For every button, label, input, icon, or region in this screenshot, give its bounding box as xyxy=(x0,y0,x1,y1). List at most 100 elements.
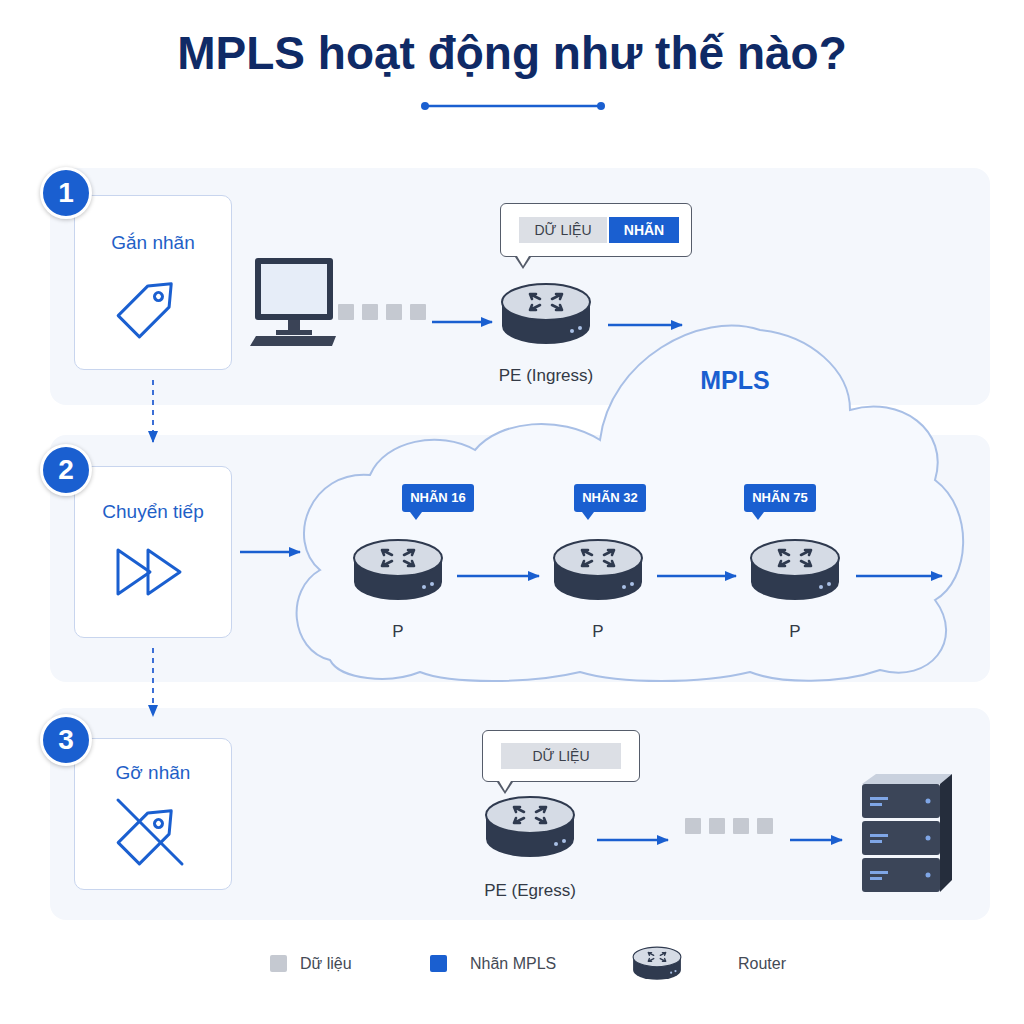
router-label: PE (Ingress) xyxy=(476,366,616,386)
label-field: NHÃN xyxy=(609,217,679,243)
forward-arrow xyxy=(240,551,300,554)
legend-router-icon-part xyxy=(633,947,681,967)
router-icon-part xyxy=(382,550,392,555)
label-tag: NHÃN 75 xyxy=(744,484,816,512)
router-icon-part xyxy=(801,561,811,566)
remove-tag-icon-part xyxy=(118,800,182,864)
router-label: P xyxy=(343,622,453,642)
router-icon-part xyxy=(827,582,831,586)
server-icon-part xyxy=(870,871,888,874)
data-packets-part xyxy=(338,304,354,320)
data-packets xyxy=(685,818,773,834)
computer-icon-part xyxy=(288,320,300,332)
data-packets xyxy=(338,304,426,320)
data-packets-part xyxy=(709,818,725,834)
router-node: P xyxy=(740,538,850,644)
tag-pointer xyxy=(752,512,764,520)
title-underline-part xyxy=(428,105,598,108)
fast-forward-icon xyxy=(118,550,180,594)
server-icon-part xyxy=(862,784,940,818)
remove-tag-icon-part xyxy=(153,818,164,829)
router-icon-part xyxy=(554,540,642,576)
step-title: Gắn nhãn xyxy=(75,232,231,254)
diagram-title: MPLS hoạt động như thế nào? xyxy=(0,26,1024,80)
router-icon-part xyxy=(554,842,558,846)
label-tag: NHÃN 16 xyxy=(402,484,474,512)
router-icon-part xyxy=(819,585,823,589)
forward-arrow xyxy=(457,575,539,578)
tag-pointer xyxy=(582,512,594,520)
step-number-badge: 1 xyxy=(40,167,92,219)
router-icon-part xyxy=(430,582,434,586)
fast-forward-icon-part xyxy=(148,550,180,594)
router-icon xyxy=(500,282,592,348)
step-number: 2 xyxy=(58,456,74,484)
tag-icon xyxy=(118,273,182,337)
remove-tag-icon xyxy=(118,800,182,864)
label-value: NHÃN 32 xyxy=(582,484,638,512)
flow-arrow xyxy=(790,839,842,842)
cloud-title: MPLS xyxy=(665,366,805,395)
server-icon-part xyxy=(870,877,882,880)
fast-forward-icon-part xyxy=(118,550,150,594)
router-label: PE (Egress) xyxy=(460,881,600,901)
cloud-outline-part xyxy=(297,326,964,681)
legend-text: Dữ liệu xyxy=(300,954,352,973)
label-value: NHÃN 16 xyxy=(410,484,466,512)
router-icon-part xyxy=(582,561,592,566)
router-icon-part xyxy=(514,807,546,823)
legend-router-icon-part xyxy=(648,953,653,956)
flow-arrow xyxy=(608,324,682,327)
step-box: Gỡ nhãn xyxy=(74,738,232,890)
tag-pointer xyxy=(410,512,422,520)
router-icon-part xyxy=(536,818,546,823)
server-icon-part xyxy=(940,774,952,892)
router-icon-part xyxy=(570,329,574,333)
router-icon-part xyxy=(552,305,562,310)
step-number-badge: 2 xyxy=(40,444,92,496)
router-icon-part xyxy=(502,284,590,320)
flow-arrow xyxy=(432,321,492,324)
router-icon-part xyxy=(604,561,614,566)
legend-router-icon-part xyxy=(660,959,665,962)
router-icon xyxy=(484,795,576,861)
router-node: PE (Ingress) xyxy=(476,282,616,388)
router-icon-part xyxy=(404,550,414,555)
router-icon xyxy=(749,538,841,604)
data-packets-part xyxy=(757,818,773,834)
router-icon-part xyxy=(779,550,811,566)
router-node: P xyxy=(343,538,453,644)
router-icon-part xyxy=(562,839,566,843)
title-underline-part xyxy=(597,102,605,110)
legend-text: Router xyxy=(738,954,786,973)
data-packets-part xyxy=(386,304,402,320)
server-icon-part xyxy=(870,840,882,843)
router-icon-part xyxy=(422,585,426,589)
computer-icon-part xyxy=(250,336,336,346)
router-node: P xyxy=(543,538,653,644)
callout-bubble: DỮ LIỆU xyxy=(482,730,640,782)
flow-arrow xyxy=(856,575,942,578)
step-number: 1 xyxy=(58,179,74,207)
router-icon-part xyxy=(530,294,540,299)
router-icon-part xyxy=(530,294,562,310)
server-icon-part xyxy=(870,803,882,806)
cloud-outline-part xyxy=(297,326,964,681)
step-title: Chuyển tiếp xyxy=(75,501,231,523)
router-icon-part xyxy=(530,305,540,310)
router-icon-part xyxy=(536,807,546,812)
router-icon-part xyxy=(578,326,582,330)
legend-text: Nhãn MPLS xyxy=(470,954,556,973)
router-icon-part xyxy=(514,818,524,823)
server-icon-part xyxy=(862,774,952,784)
router-icon-part xyxy=(354,540,442,576)
router-icon-part xyxy=(404,561,414,566)
server-icon-part xyxy=(862,858,940,892)
server-icon-part xyxy=(870,797,888,800)
router-icon-part xyxy=(801,550,811,555)
router-icon-part xyxy=(582,550,614,566)
step-number: 3 xyxy=(58,726,74,754)
label-tag: NHÃN 32 xyxy=(574,484,646,512)
data-packets-part xyxy=(733,818,749,834)
